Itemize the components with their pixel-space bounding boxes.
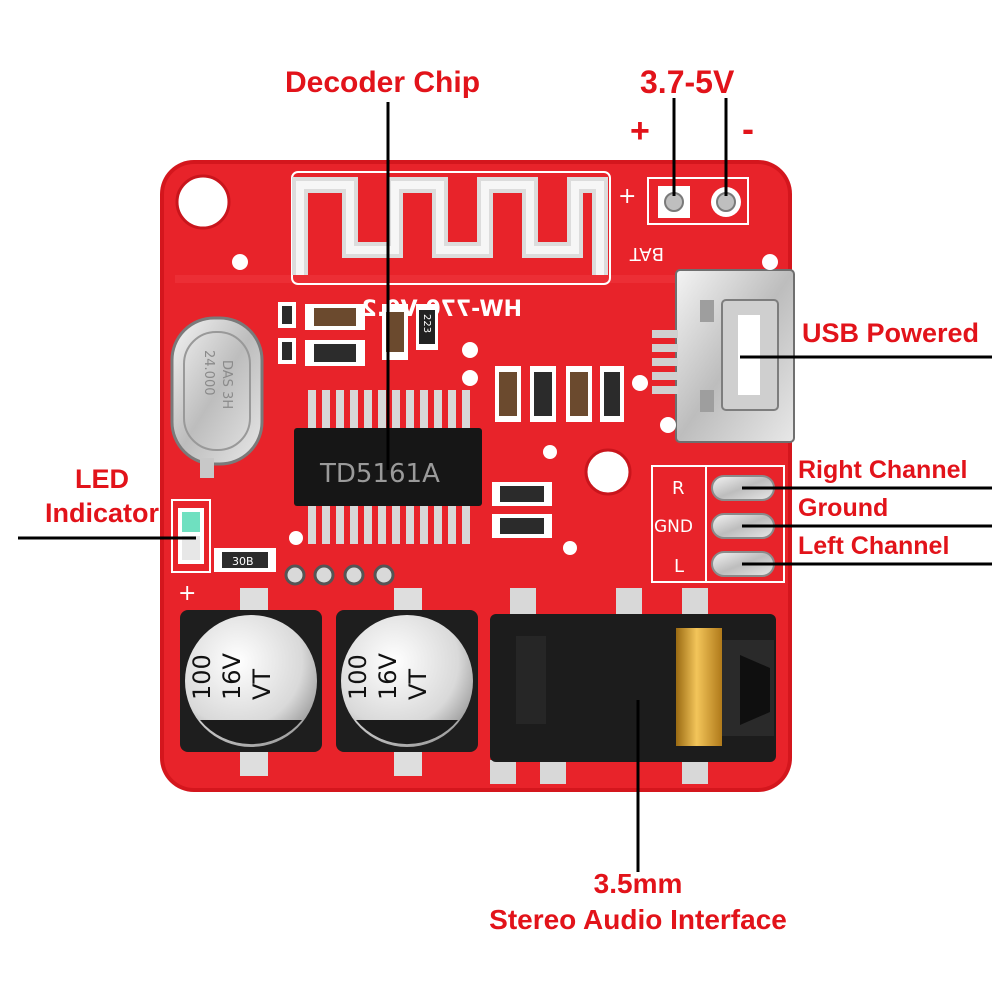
label-led-line1: LED [75, 464, 129, 494]
silk-l: L [674, 556, 684, 577]
label-plus: + [630, 112, 650, 150]
micro-usb-port-icon [652, 269, 795, 443]
cap1-text-2: 16V [218, 652, 246, 700]
antenna-trace-icon [291, 171, 611, 285]
cap1-text-3: VT [248, 669, 276, 700]
cap2-text-2: 16V [374, 652, 402, 700]
capacitor-right-icon [336, 588, 478, 776]
chip-marking: TD5161A [319, 459, 440, 489]
label-minus: - [742, 108, 754, 149]
silk-plus-led: + [178, 581, 196, 606]
label-decoder-chip: Decoder Chip [285, 66, 481, 99]
silk-gnd: GND [654, 517, 693, 537]
label-voltage: 3.7-5V [640, 64, 735, 100]
cap2-text-3: VT [404, 669, 432, 700]
silk-30b: 30B [232, 555, 254, 568]
label-ground: Ground [798, 494, 889, 522]
capacitor-left-icon [180, 588, 322, 776]
label-audio-line2: Stereo Audio Interface [489, 904, 787, 935]
label-right-channel: Right Channel [798, 456, 968, 484]
silk-r: R [672, 478, 685, 499]
label-usb-powered: USB Powered [802, 318, 980, 348]
silk-plus-bat: + [618, 184, 636, 209]
cap1-text-1: 100 [188, 654, 216, 700]
smd-components-icon [214, 254, 778, 586]
cap2-text-1: 100 [344, 654, 372, 700]
decoder-chip-icon [294, 390, 482, 544]
crystal-text-1: 24.000 [201, 350, 216, 396]
silk-bat: BAT [629, 243, 664, 264]
mounting-hole-icon [175, 174, 632, 496]
crystal-oscillator-icon [170, 316, 264, 478]
audio-jack-icon [490, 588, 776, 784]
label-left-channel: Left Channel [798, 532, 950, 560]
label-audio-line1: 3.5mm [593, 868, 683, 899]
label-led-line2: Indicator [44, 498, 159, 528]
crystal-text-2: DAS 3H [219, 360, 234, 409]
silk-223: 223 [421, 314, 432, 333]
led-icon [171, 499, 211, 573]
